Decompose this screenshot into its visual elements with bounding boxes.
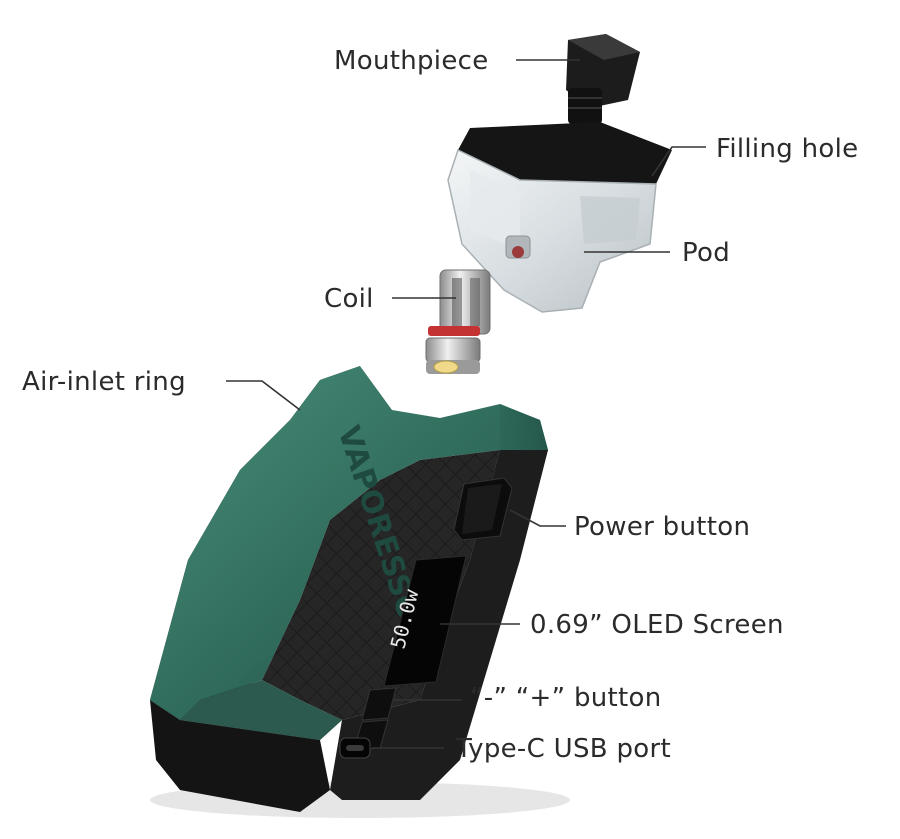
label-power-button: Power button (574, 512, 750, 542)
label-air-inlet-ring: Air-inlet ring (22, 367, 186, 397)
coil-part (425, 269, 491, 374)
mouthpiece-part (566, 34, 640, 124)
power-button-part (453, 477, 513, 541)
adjust-buttons-part (353, 687, 397, 751)
device-body (150, 366, 570, 818)
label-filling-hole: Filling hole (716, 134, 858, 164)
leader-air-inlet-ring (226, 380, 301, 411)
usb-port-part (339, 737, 371, 759)
label-pod: Pod (682, 238, 730, 268)
leader-lines (226, 59, 706, 749)
label-coil: Coil (324, 284, 374, 314)
label-oled-screen: 0.69” OLED Screen (530, 610, 784, 640)
labels: Mouthpiece Filling hole Pod Coil Air-inl… (22, 46, 858, 764)
leader-power-button (509, 509, 566, 527)
label-usb-port: Type-C USB port (455, 734, 671, 764)
label-mouthpiece: Mouthpiece (334, 46, 489, 76)
label-adjust-buttons: “-” “+” button (470, 683, 662, 713)
leader-filling-hole (651, 146, 706, 177)
pod-part (447, 122, 672, 313)
